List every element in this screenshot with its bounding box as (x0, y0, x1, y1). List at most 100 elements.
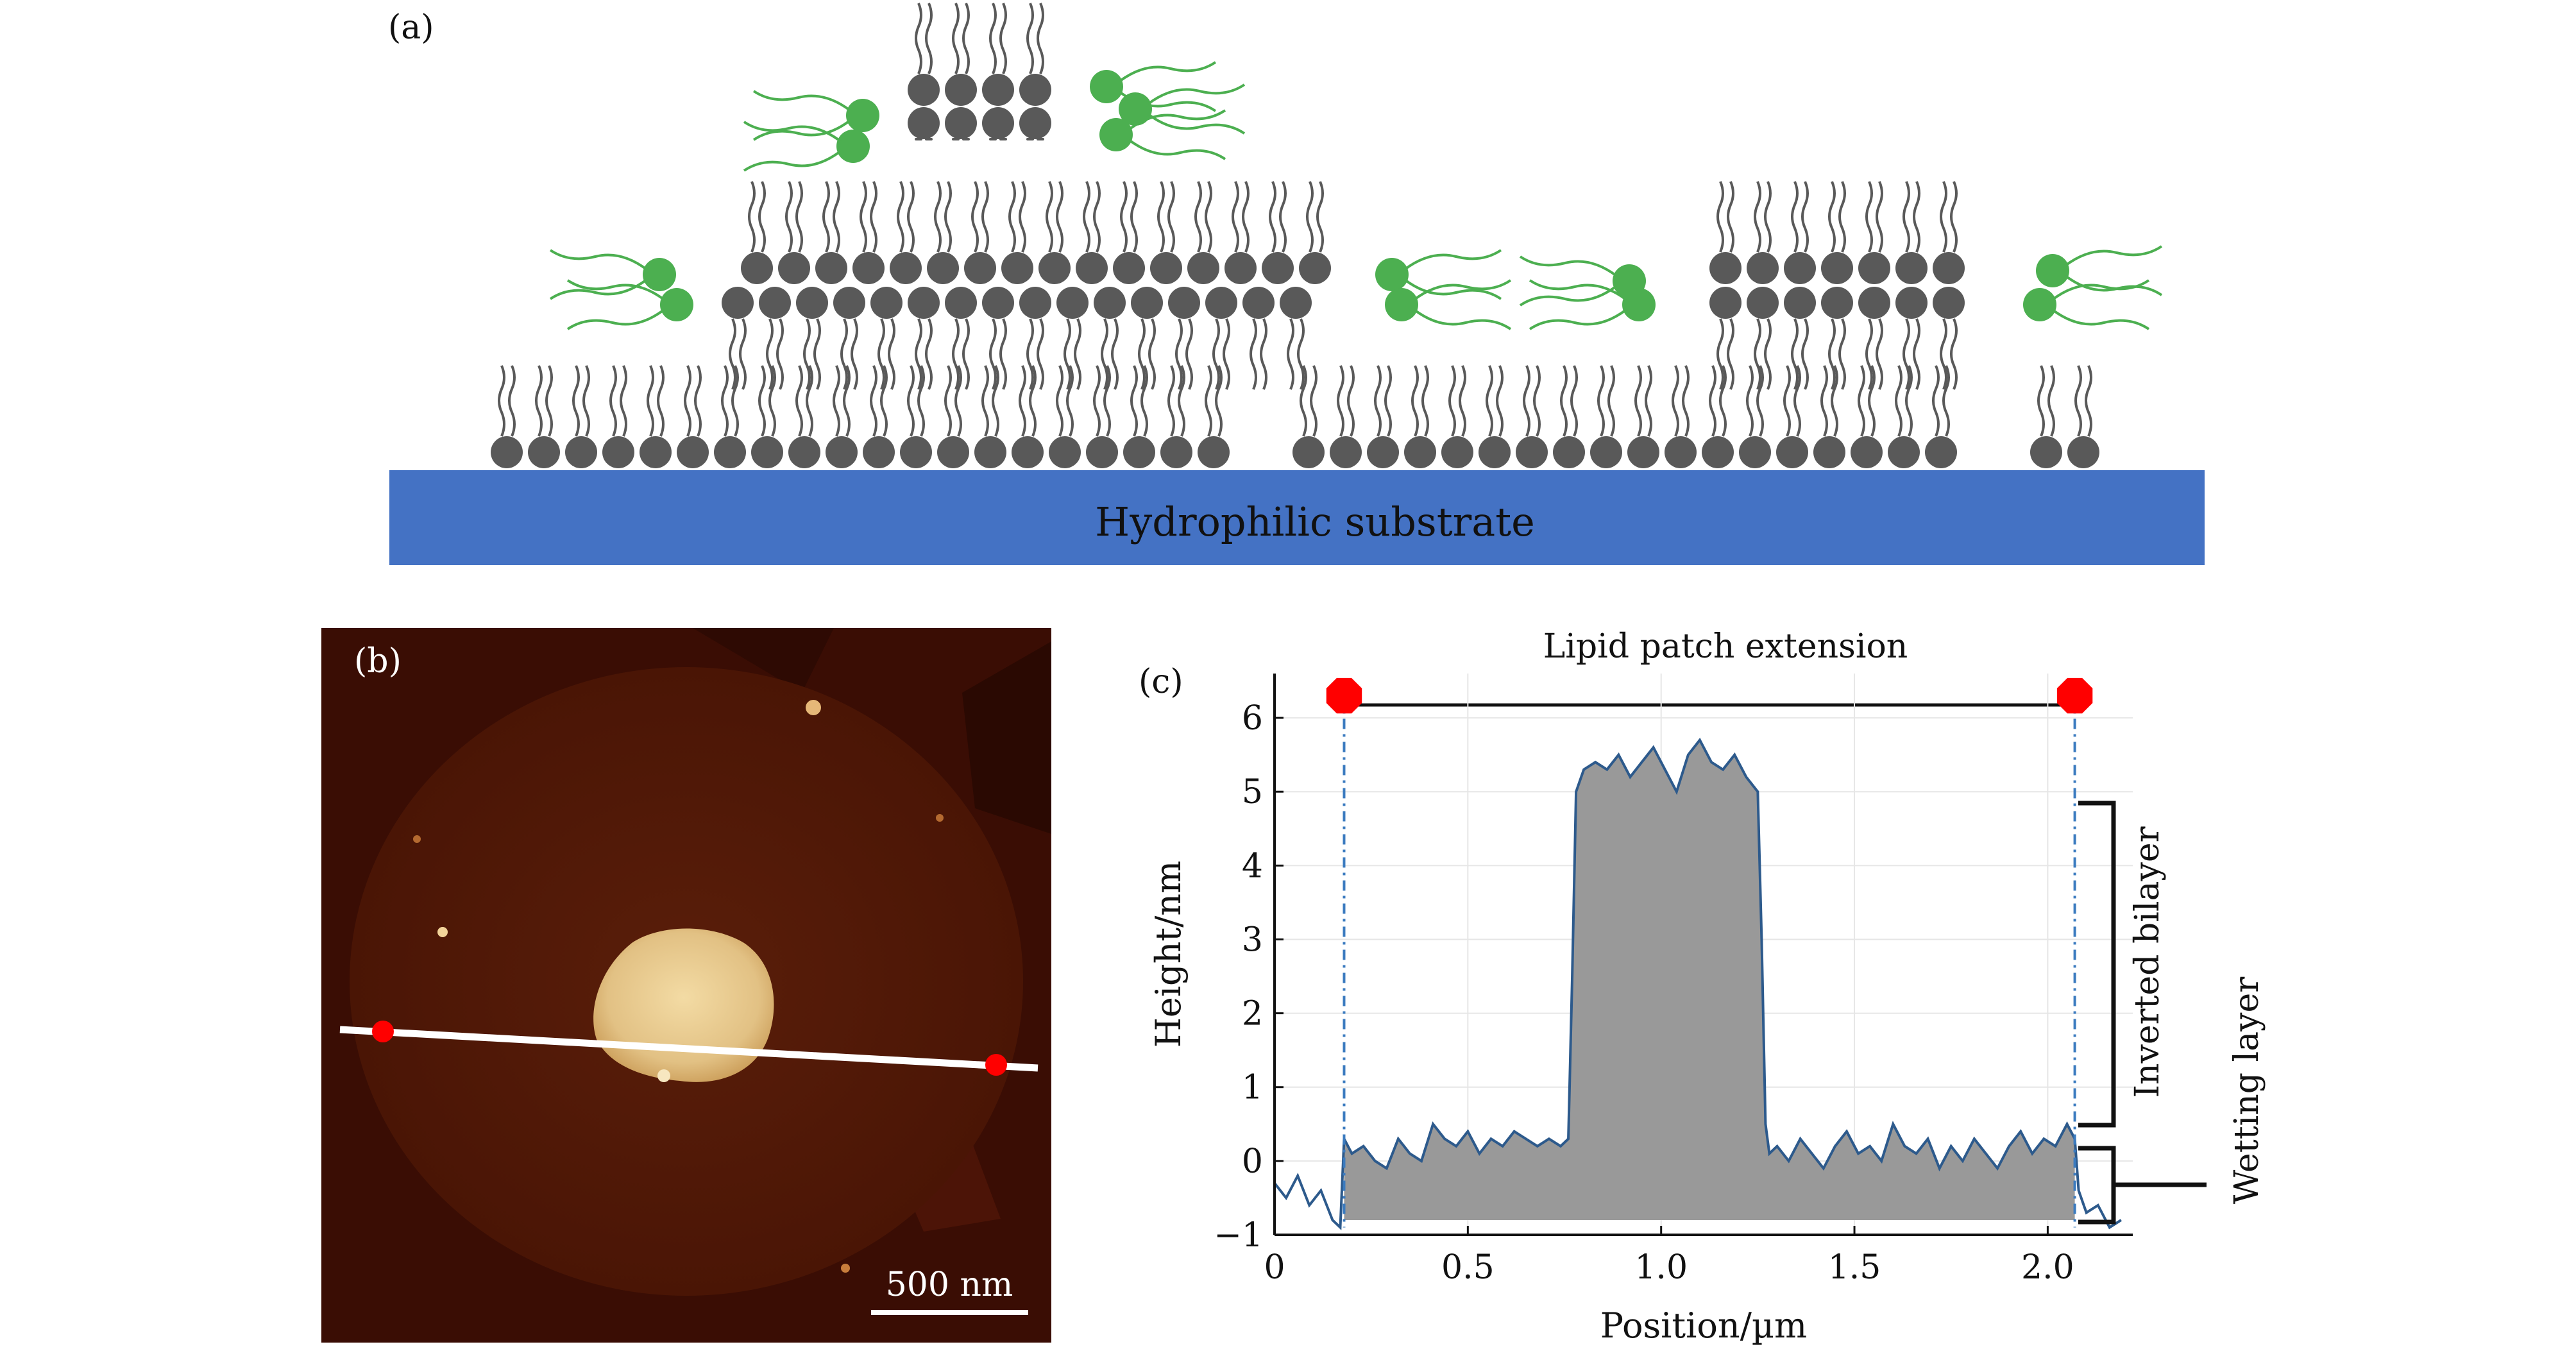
lipid-tail (840, 318, 848, 390)
lipid-tail (508, 365, 516, 437)
x-tick-label: 1.5 (1828, 1248, 1881, 1287)
lipid-tail (1287, 318, 1294, 390)
profile-line-series (1273, 737, 2122, 1230)
lipid-tail (971, 181, 979, 253)
lipid-head (927, 252, 959, 284)
lipid-tail (803, 318, 811, 390)
lipid-tail (1300, 365, 1307, 437)
lipid-patch-extension-label: Lipid patch extension (1543, 627, 1908, 666)
lipid-tail (1523, 365, 1530, 437)
lipid-tail (1902, 181, 1910, 253)
lipid-head (1709, 287, 1741, 319)
lipid-tail (1175, 318, 1183, 390)
lipid-tail (934, 181, 942, 253)
lipid-head (1747, 287, 1779, 319)
free-lipid-tail (1118, 61, 1217, 83)
profile-start-marker[interactable] (372, 1021, 394, 1042)
lipid-tail (907, 365, 915, 437)
lipid-head (2030, 436, 2062, 468)
lipid-tail (907, 181, 915, 253)
panel-b: (b) 500 nm (321, 628, 1051, 1343)
profile-end-marker[interactable] (985, 1054, 1007, 1076)
lipid-head (1187, 252, 1219, 284)
lipid-head (826, 436, 858, 468)
lipid-tail (1756, 365, 1764, 437)
lipid-tail (1942, 365, 1950, 437)
lipid-tail (1791, 181, 1799, 253)
lipid-tail (620, 365, 627, 437)
lipid-tail (1093, 181, 1101, 253)
lipid-tail (813, 318, 821, 390)
lipid-tail (1120, 181, 1128, 253)
lipid-tail (1101, 318, 1108, 390)
lipid-tail (1316, 181, 1324, 253)
lipid-tail (2085, 365, 2092, 437)
lipid-head (900, 436, 932, 468)
lipid-head (751, 436, 783, 468)
lipid-tail (999, 318, 1007, 390)
lipid-tail (860, 181, 867, 253)
free-lipid-tail (566, 279, 665, 301)
free-lipid-tail (1128, 109, 1226, 131)
free-lipid-tail (1519, 285, 1618, 307)
lipid-head (741, 252, 773, 284)
lipid-tail (1306, 181, 1314, 253)
panel-b-label: (b) (354, 642, 402, 681)
free-lipid-head (1622, 288, 1656, 321)
lipid-tail (1347, 365, 1355, 437)
lipid-head (1590, 436, 1622, 468)
profile-line[interactable] (339, 1026, 1038, 1072)
lipid-tail (962, 3, 970, 74)
lipid-tail (1310, 365, 1318, 437)
free-lipid-tail (1147, 83, 1246, 105)
free-lipid-head (1385, 288, 1418, 321)
profile-marker[interactable] (1326, 677, 1362, 714)
lipid-tail (1820, 365, 1828, 437)
lipid-head (908, 74, 940, 106)
lipid-head (852, 252, 885, 284)
lipid-head (1019, 74, 1051, 106)
free-lipid-tail (2051, 309, 2150, 330)
lipid-tail (954, 365, 962, 437)
lipid-head (1049, 436, 1081, 468)
y-tick-label: 6 (1242, 699, 1263, 738)
lipid-tail (647, 365, 654, 437)
lipid-head (1858, 287, 1890, 319)
lipid-tail (1148, 318, 1156, 390)
x-tick-label: 0 (1264, 1248, 1285, 1287)
lipid-tail (1858, 365, 1865, 437)
lipid-tail (981, 181, 989, 253)
lipid-tail (1486, 365, 1493, 437)
lipid-tail (1905, 365, 1913, 437)
free-lipid-tail (743, 121, 842, 142)
profile-marker[interactable] (2056, 677, 2093, 714)
lipid-head (1280, 287, 1312, 319)
lipid-tail (1242, 181, 1250, 253)
lipid-tail (1111, 318, 1119, 390)
x-tick-label: 2.0 (2021, 1248, 2074, 1287)
free-lipid-head (836, 130, 870, 163)
lipid-head (722, 287, 754, 319)
lipid-head (908, 107, 940, 139)
free-lipid-head (846, 99, 879, 132)
lipid-head (1367, 436, 1399, 468)
lipid-tail (1093, 365, 1101, 437)
lipid-head (1895, 287, 1928, 319)
lipid-tail (915, 3, 922, 74)
lipid-head (796, 287, 828, 319)
y-tick-label: 2 (1242, 995, 1263, 1033)
lipid-head (833, 287, 865, 319)
lipid-tail (888, 318, 895, 390)
lipid-tail (1074, 318, 1081, 390)
lipid-tail (952, 318, 960, 390)
lipid-tail (498, 365, 505, 437)
free-lipid-head (2036, 254, 2069, 287)
lipid-tail (776, 318, 784, 390)
free-lipid-tail (752, 90, 851, 112)
lipid-tail (1279, 181, 1287, 253)
free-lipid-head (1090, 70, 1123, 103)
lipid-tail (1682, 365, 1690, 437)
lipid-head (1553, 436, 1585, 468)
lipid-tail (1831, 365, 1838, 437)
lipid-tail (694, 365, 702, 437)
